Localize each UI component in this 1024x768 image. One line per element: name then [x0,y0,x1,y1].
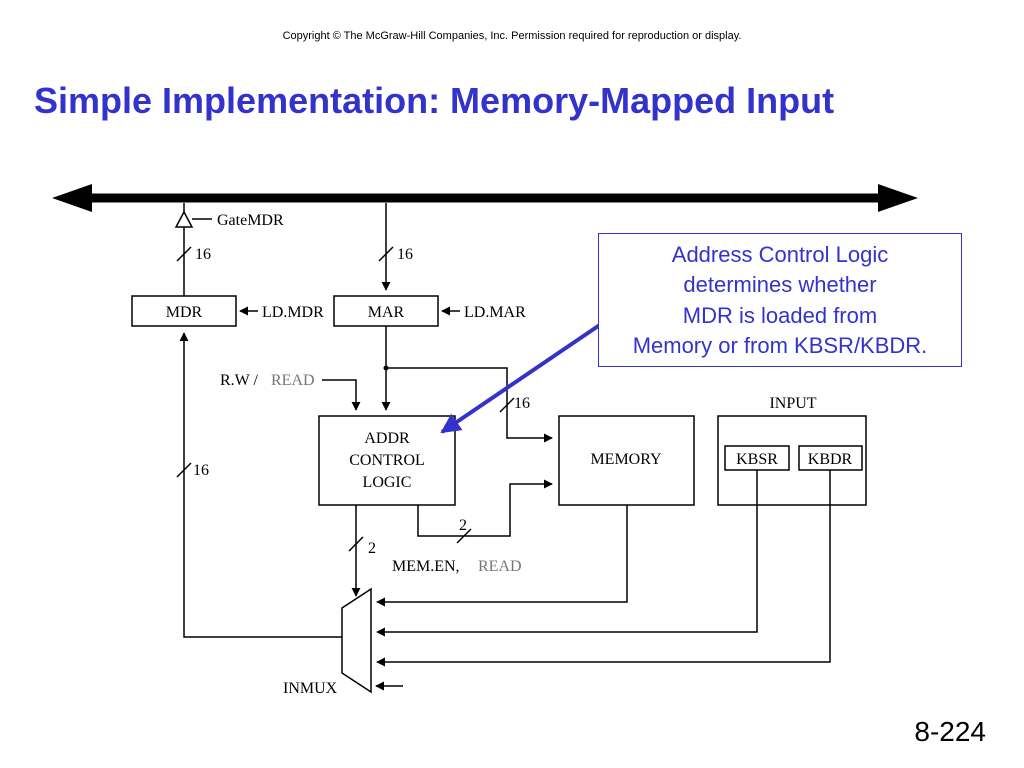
gate-mdr-label: GateMDR [217,212,284,229]
ld-mar-label: LD.MAR [464,304,526,321]
callout-box: Address Control Logic determines whether… [598,233,962,367]
bus-width-slash-mid [378,246,394,262]
inmux [341,587,372,694]
mdr-register [131,295,237,327]
gate-mdr-tristate [174,203,212,228]
bus-width-mid-label: 16 [397,246,413,263]
kbdr-register [798,445,863,471]
width-ctrl-2a-label: 2 [368,540,376,557]
callout-line-2: determines whether [683,272,877,297]
width-inmux-feedback-label: 16 [193,462,209,479]
inmux-label: INMUX [283,680,338,697]
mem-read-label: READ [478,558,522,575]
addr-control-logic-block [318,415,456,506]
callout-pointer-arrow [440,316,612,434]
addr-control-logic-line2: CONTROL [349,452,425,469]
mem-en-label: MEM.EN, [392,558,460,575]
feedback-width-slash [176,462,192,478]
read-label: READ [271,372,315,389]
kbsr-register [724,445,790,471]
width-ctrl-2b-label: 2 [459,517,467,534]
bus-width-slash-left [176,246,192,262]
slide-title: Simple Implementation: Memory-Mapped Inp… [34,80,835,121]
callout-line-4: Memory or from KBSR/KBDR. [632,333,928,358]
input-label: INPUT [769,395,816,412]
callout-line-3: MDR is loaded from [682,303,878,328]
bus-width-left-label: 16 [195,246,211,263]
rw-label: R.W / [220,372,258,389]
ctrl-width-slash-a [348,536,364,552]
memory-block [558,415,695,506]
kbdr-label: KBDR [808,451,853,468]
memory-label: MEMORY [590,451,662,468]
addr-control-logic-line1: ADDR [364,430,410,447]
ld-mdr-label: LD.MDR [262,304,324,321]
kbsr-label: KBSR [736,451,778,468]
page-number: 8-224 [914,716,986,747]
callout-line-1: Address Control Logic [671,242,889,267]
mar-label: MAR [368,304,405,321]
width-to-memory-label: 16 [514,395,530,412]
copyright-notice: Copyright © The McGraw-Hill Companies, I… [282,30,742,42]
mdr-label: MDR [166,304,203,321]
ctrl-width-slash-b [456,528,472,544]
addr-control-logic-line3: LOGIC [363,474,412,491]
system-bus [52,184,918,212]
bus-width-slash-memory [499,397,515,413]
